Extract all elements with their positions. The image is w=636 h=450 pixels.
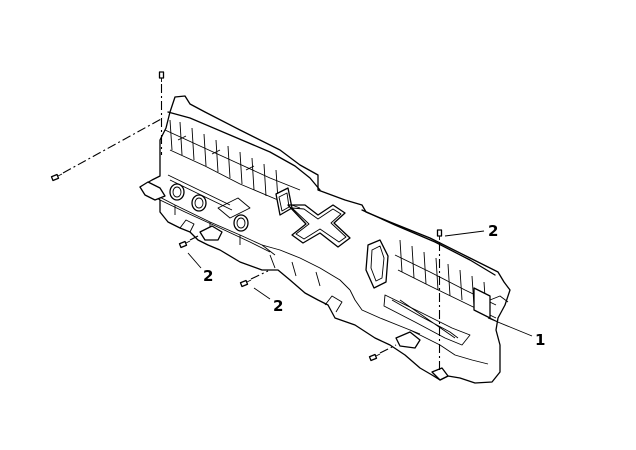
- leader-lines: [187, 230, 533, 337]
- callout-2-right: 2: [488, 222, 498, 240]
- callout-1-panel: 1: [535, 331, 545, 349]
- screw-right-top: [436, 229, 443, 240]
- screw-left: [50, 173, 63, 182]
- screw-lower-a: [178, 240, 191, 249]
- screw-top: [158, 71, 165, 82]
- fasteners: [50, 71, 443, 372]
- rear-panel-assembly: [139, 95, 511, 384]
- screw-right-bottom: [368, 353, 381, 362]
- screw-lower-b: [239, 279, 252, 288]
- callout-2-left: 2: [203, 267, 213, 285]
- callout-2-center: 2: [273, 297, 283, 315]
